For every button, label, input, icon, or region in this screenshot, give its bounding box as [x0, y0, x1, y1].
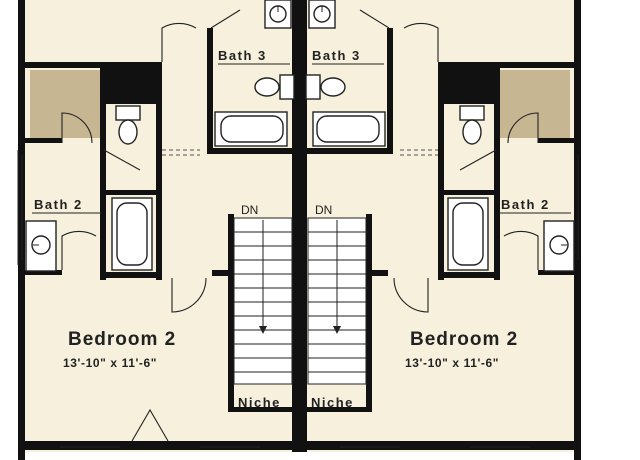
shaft-left: [100, 66, 158, 104]
label-bath3-left: Bath 3: [218, 48, 267, 63]
label-dn-right: DN: [315, 203, 332, 217]
label-dn-left: DN: [241, 203, 258, 217]
tub-bath3-right: [312, 111, 386, 147]
door-swings: [61, 9, 539, 442]
opening-left: [162, 149, 200, 156]
opening-right: [400, 149, 438, 156]
label-bath3-right: Bath 3: [312, 48, 361, 63]
closet-left: [30, 70, 100, 138]
toilet-bath2-left: [115, 105, 141, 145]
tub-bath2-left: [111, 197, 153, 271]
label-bath2-right: Bath 2: [501, 197, 550, 212]
label-bath2-left: Bath 2: [34, 197, 83, 212]
stair-right: [307, 217, 367, 385]
sink-bath2-left: [25, 220, 57, 272]
label-bedroom2-right: Bedroom 2: [410, 329, 518, 350]
tub-bath2-right: [447, 197, 489, 271]
label-bedroom2-left: Bedroom 2: [68, 329, 176, 350]
shaft-right: [442, 66, 500, 104]
tub-bath3-left: [214, 111, 288, 147]
toilet-bath3-left: [254, 74, 295, 100]
toilet-bath2-right: [459, 105, 485, 145]
sink-top-right: [308, 0, 336, 29]
label-niche-right: Niche: [311, 395, 354, 410]
toilet-bath3-right: [305, 74, 346, 100]
sink-bath2-right: [543, 220, 575, 272]
sink-top-left: [264, 0, 292, 29]
label-bedroom2-dims-left: 13'-10" x 11'-6": [63, 356, 157, 370]
windows: [17, 150, 579, 448]
stair-left: [233, 217, 293, 385]
closet-right: [500, 70, 570, 138]
label-niche-left: Niche: [238, 395, 281, 410]
label-bedroom2-dims-right: 13'-10" x 11'-6": [405, 356, 499, 370]
